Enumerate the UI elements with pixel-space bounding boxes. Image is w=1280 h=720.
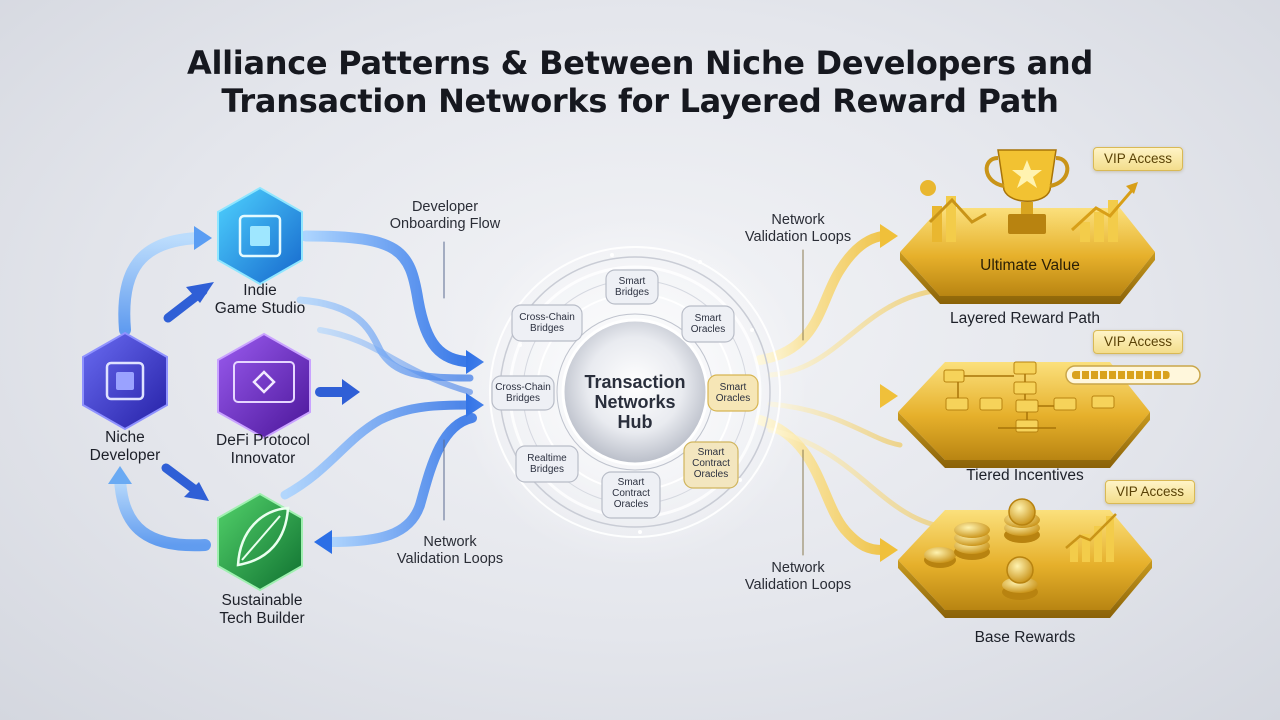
hub-node-pills [491,269,759,519]
validation-loops-left-label: Network Validation Loops [396,534,504,567]
vip-access-badge-ultimate: VIP Access [1093,147,1184,171]
hub-node-cross-chain-upper: Cross-Chain Bridges [519,312,575,334]
sustainable-tech-label: Sustainable Tech Builder [219,592,305,627]
title-line-1: Alliance Patterns & Between Niche Develo… [186,44,1093,82]
tiered-progress-bar [1065,365,1201,385]
ultimate-value-label: Ultimate Value [980,257,1080,274]
platform-tiered [898,361,1150,468]
hub-node-smart-bridges: Smart Bridges [615,276,649,298]
platform-base [898,498,1152,618]
hex-niche [82,331,168,431]
hex-sustainable [217,492,303,592]
hex-indie [217,186,303,286]
page-title: Alliance Patterns & Between Niche Develo… [0,44,1280,120]
hub-node-smart-oracles-upper: Smart Oracles [690,313,726,335]
defi-innovator-label: DeFi Protocol Innovator [216,432,310,467]
title-line-2: Transaction Networks for Layered Reward … [221,82,1059,120]
hub-node-contract-oracles-right: Smart Contract Oracles [692,447,730,480]
hub-title: Transaction Networks Hub [584,372,686,432]
hub-node-cross-chain-left: Cross-Chain Bridges [495,382,551,404]
validation-loops-right-bottom-label: Network Validation Loops [744,560,852,593]
hex-defi [217,332,311,440]
tiered-incentives-label: Tiered Incentives [966,467,1084,484]
base-rewards-label: Base Rewards [974,629,1076,646]
hub-node-realtime-bridges: Realtime Bridges [527,453,567,475]
onboarding-flow-label: Developer Onboarding Flow [389,199,501,232]
validation-loops-right-top-label: Network Validation Loops [744,212,852,245]
hub-node-smart-oracles-right: Smart Oracles [715,382,751,404]
niche-developer-label: Niche Developer [89,429,161,464]
coins-icon [924,498,1040,600]
platform-ultimate [900,149,1155,304]
vip-access-badge-tiered: VIP Access [1093,330,1184,354]
layered-reward-path-label: Layered Reward Path [950,310,1100,327]
vip-access-badge-base: VIP Access [1105,480,1196,504]
indie-game-studio-label: Indie Game Studio [214,282,306,317]
hub-node-contract-oracles-bottom: Smart Contract Oracles [612,477,650,510]
